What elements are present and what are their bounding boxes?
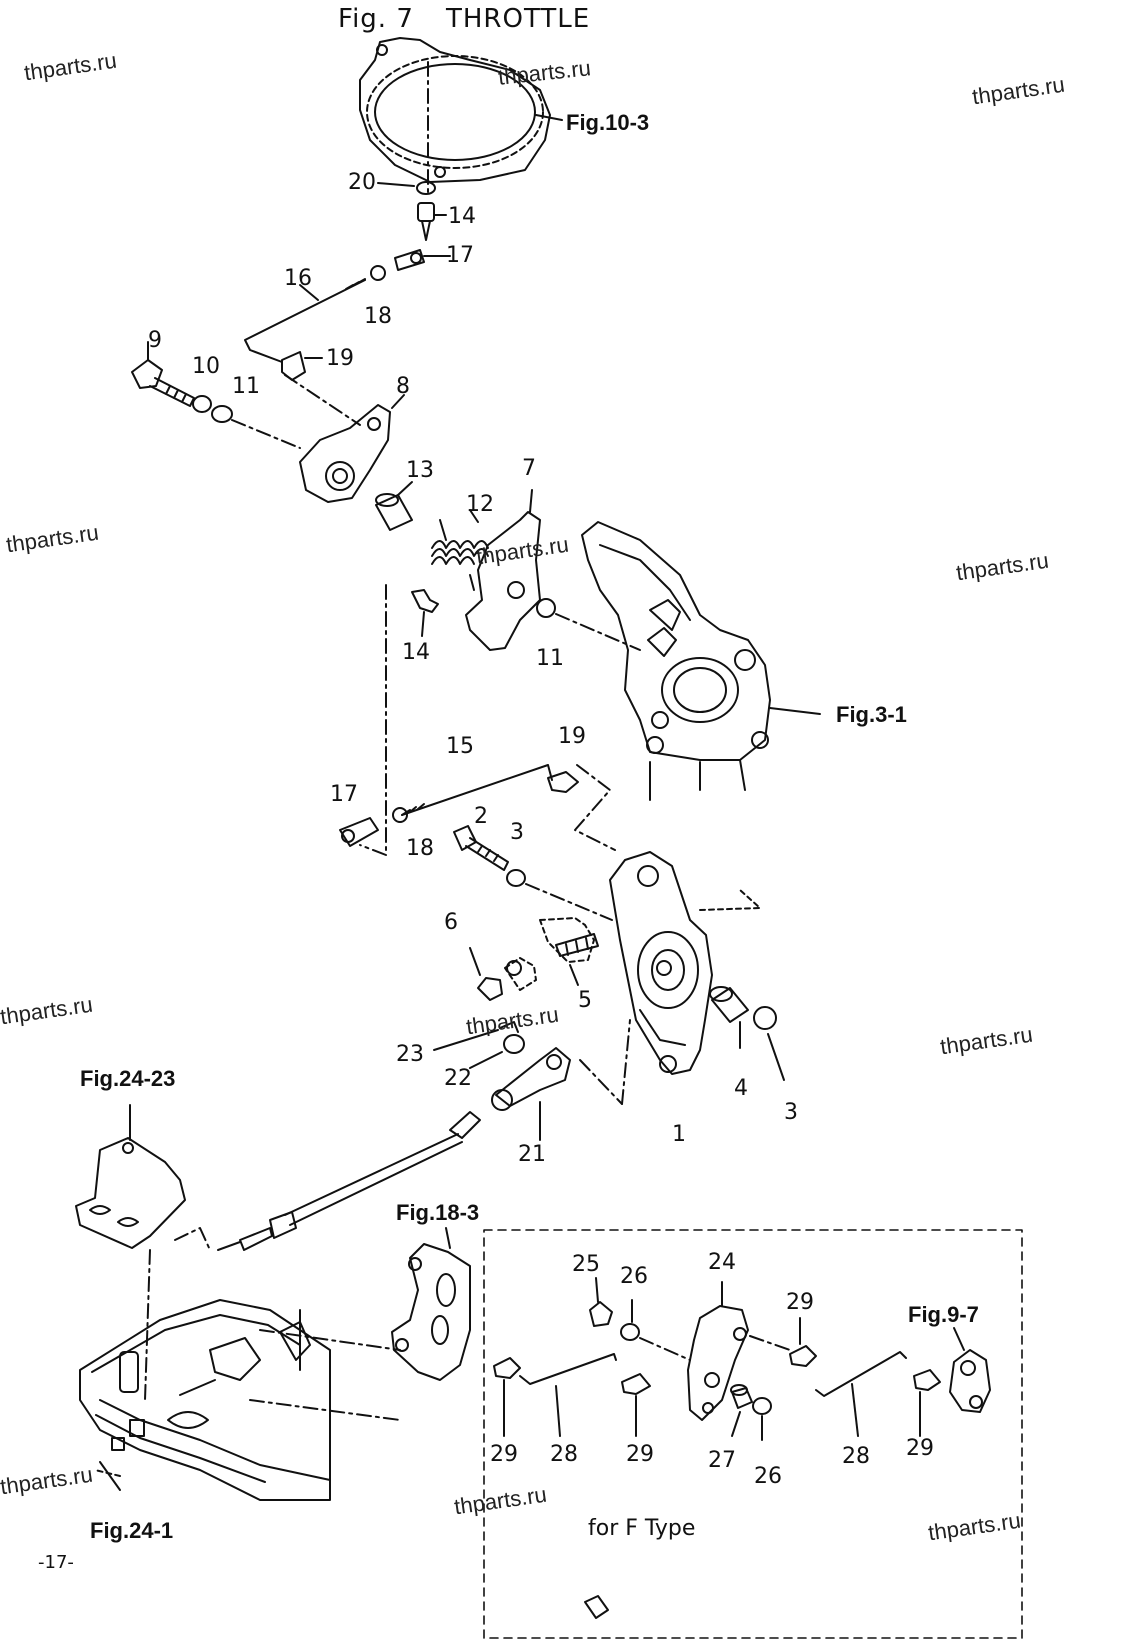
part-17-cap <box>394 249 451 271</box>
fig-ref-10-3[interactable]: Fig.10-3 <box>566 110 650 135</box>
figure-title: THROTTLE <box>446 4 591 34</box>
part-3-washer <box>506 869 526 887</box>
part-label: 27 <box>708 1448 736 1473</box>
part-2-bolt <box>453 825 509 871</box>
part-label: 4 <box>734 1076 748 1101</box>
part-11-washer-b <box>536 598 556 618</box>
part-16-rod <box>244 278 366 363</box>
part-label: 19 <box>558 724 586 749</box>
part-29-clip-c <box>789 1345 817 1367</box>
part-label: 3 <box>784 1100 798 1125</box>
part-29-clip-b <box>621 1373 651 1395</box>
part-label: 16 <box>284 266 312 291</box>
part-10-washer <box>192 395 212 413</box>
part-22-washer <box>503 1034 525 1054</box>
part-label: 22 <box>444 1066 472 1091</box>
part-label: 28 <box>550 1442 578 1467</box>
mount-ring <box>359 37 551 183</box>
part-label: 8 <box>396 374 410 399</box>
part-label: 25 <box>572 1252 600 1277</box>
part-11-washer <box>211 405 233 423</box>
part-23-pin <box>499 1021 519 1033</box>
part-26-washer-b <box>752 1397 772 1415</box>
part-label: 15 <box>446 734 474 759</box>
part-label: 2 <box>474 804 488 829</box>
part-label: 24 <box>708 1250 736 1275</box>
fig9-7-lever <box>949 1327 991 1413</box>
bottom-cowl <box>79 1299 331 1501</box>
part-label: 14 <box>402 640 430 665</box>
part-label: 18 <box>364 304 392 329</box>
part-label: 20 <box>348 170 376 195</box>
part-14-ball-joint-b <box>411 589 439 637</box>
part-17-cap-b <box>339 817 379 847</box>
part-label: 13 <box>406 458 434 483</box>
part-21-rod-end <box>491 1047 571 1141</box>
part-label: 26 <box>620 1264 648 1289</box>
page-number: -17- <box>38 1552 74 1573</box>
part-label: 9 <box>148 328 162 353</box>
f-type-label: for F Type <box>588 1516 696 1541</box>
part-5-stud <box>504 917 599 991</box>
part-8-lever <box>299 394 405 503</box>
part-label: 28 <box>842 1444 870 1469</box>
part-label: 21 <box>518 1142 546 1167</box>
part-label: 19 <box>326 346 354 371</box>
figure-number: Fig. 7 <box>338 4 414 34</box>
part-28-rod-b <box>815 1351 907 1397</box>
fig-ref-3-1[interactable]: Fig.3-1 <box>836 702 907 727</box>
f-type-box <box>483 1229 1023 1639</box>
part-6-nut <box>477 977 503 1001</box>
fig-ref-24-1[interactable]: Fig.24-1 <box>90 1518 174 1543</box>
part-29-clip-a <box>493 1357 521 1379</box>
part-label: 29 <box>490 1442 518 1467</box>
throttle-cable <box>217 1111 481 1251</box>
fig-ref-18-3[interactable]: Fig.18-3 <box>396 1200 480 1225</box>
part-label: 26 <box>754 1464 782 1489</box>
part-24-lever <box>687 1281 749 1421</box>
part-3-washer-b <box>753 1006 777 1030</box>
part-9-bolt <box>131 341 195 407</box>
part-label: 12 <box>466 492 494 517</box>
part-28-rod-a <box>519 1353 617 1385</box>
part-label: 17 <box>330 782 358 807</box>
part-14-ball-joint <box>417 202 447 241</box>
cable-bracket <box>75 1104 186 1249</box>
part-4-collar <box>709 986 749 1023</box>
part-label: 17 <box>446 243 474 268</box>
part-label: 14 <box>448 204 476 229</box>
part-27-collar <box>730 1384 753 1409</box>
part-7-lever <box>465 489 541 651</box>
part-20-washer <box>416 181 436 195</box>
part-label: 18 <box>406 836 434 861</box>
part-label: 11 <box>536 646 564 671</box>
fig-ref-24-23[interactable]: Fig.24-23 <box>80 1066 176 1091</box>
engine-bracket <box>581 521 821 801</box>
part-19-clip <box>281 351 306 381</box>
part-18-nut <box>370 265 386 281</box>
part-label: 29 <box>906 1436 934 1461</box>
part-12-spring <box>431 509 489 591</box>
part-18-nut-b <box>392 807 408 823</box>
part-label: 29 <box>626 1442 654 1467</box>
part-1-main-lever <box>609 851 713 1075</box>
part-label: 10 <box>192 354 220 379</box>
part-label: 7 <box>522 456 536 481</box>
leader-fig10-3 <box>535 114 563 121</box>
part-label: 1 <box>672 1122 686 1147</box>
part-19-clip-b <box>547 771 579 793</box>
part-13-collar <box>375 493 413 531</box>
fig-ref-9-7[interactable]: Fig.9-7 <box>908 1302 979 1327</box>
part-label: 29 <box>786 1290 814 1315</box>
part-label: 3 <box>510 820 524 845</box>
part-label: 5 <box>578 988 592 1013</box>
part-25-bolt <box>584 1277 613 1619</box>
part-label: 6 <box>444 910 458 935</box>
cable-support-bracket <box>391 1227 471 1381</box>
part-label: 11 <box>232 374 260 399</box>
part-label: 23 <box>396 1042 424 1067</box>
part-29-clip-d <box>913 1369 941 1391</box>
part-26-washer <box>620 1323 640 1341</box>
